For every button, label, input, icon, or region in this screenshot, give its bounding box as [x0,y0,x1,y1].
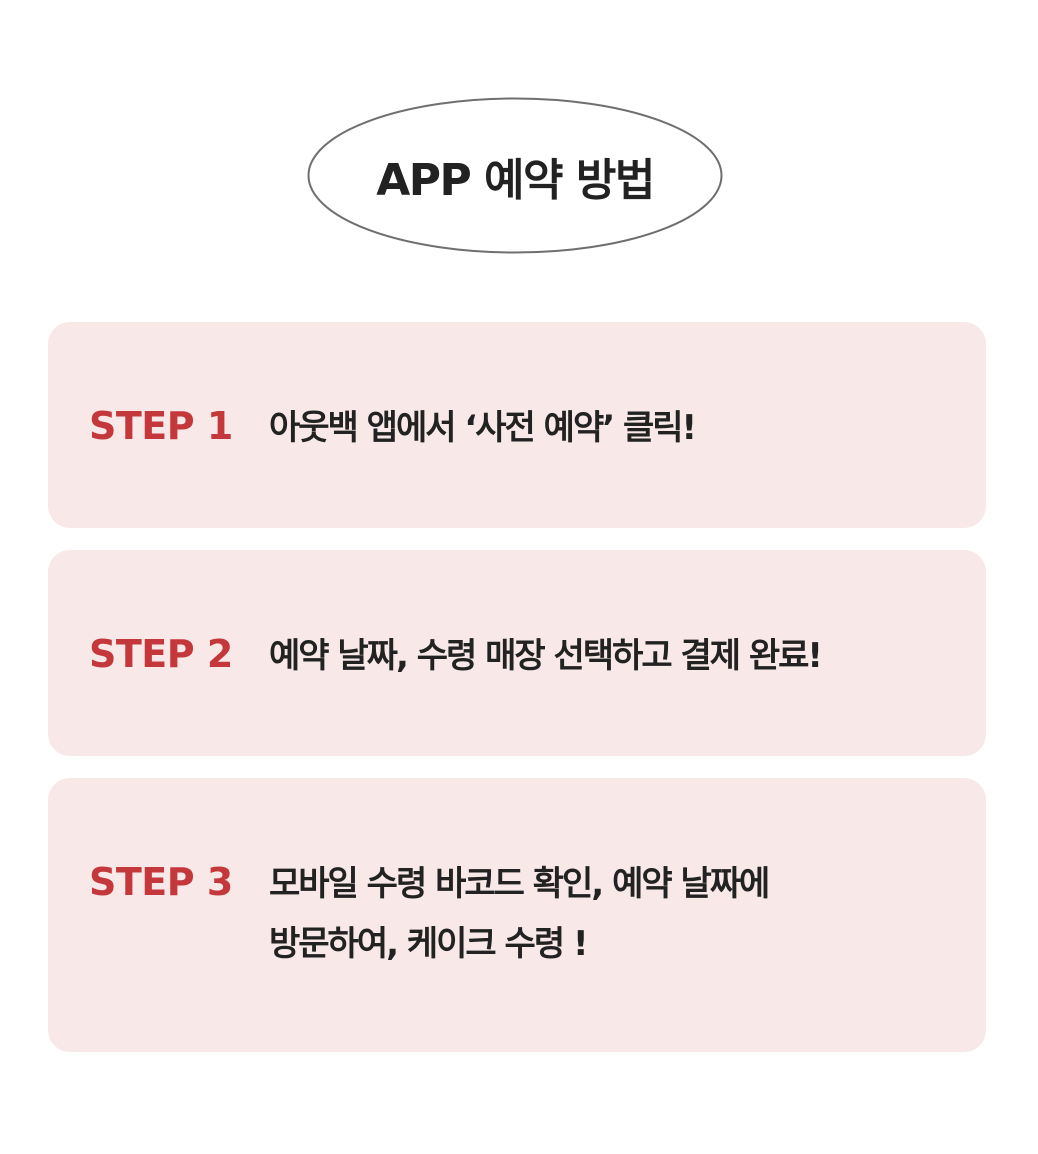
steps-list: STEP 1 아웃백 앱에서 ‘사전 예약’ 클릭! STEP 2 예약 날짜,… [48,322,986,1074]
step-card-3: STEP 3 모바일 수령 바코드 확인, 예약 날짜에 방문하여, 케이크 수… [48,778,986,1052]
step-description-line: 아웃백 앱에서 ‘사전 예약’ 클릭! [269,408,697,448]
step-description-line: 방문하여, 케이크 수령 ! [269,924,588,964]
step-description: 아웃백 앱에서 ‘사전 예약’ 클릭! [269,398,697,458]
step-card-1: STEP 1 아웃백 앱에서 ‘사전 예약’ 클릭! [48,322,986,528]
title-badge: APP 예약 방법 [307,97,723,254]
step-label: STEP 2 [89,632,233,676]
step-card-2: STEP 2 예약 날짜, 수령 매장 선택하고 결제 완료! [48,550,986,756]
step-label: STEP 3 [89,860,233,904]
step-description: 예약 날짜, 수령 매장 선택하고 결제 완료! [269,626,823,686]
page-title: APP 예약 방법 [376,154,655,206]
step-description: 모바일 수령 바코드 확인, 예약 날짜에 방문하여, 케이크 수령 ! [269,854,770,974]
step-description-line: 예약 날짜, 수령 매장 선택하고 결제 완료! [269,636,823,676]
title-ellipse [307,97,723,254]
step-label: STEP 1 [89,404,233,448]
step-description-line: 모바일 수령 바코드 확인, 예약 날짜에 [269,864,770,904]
